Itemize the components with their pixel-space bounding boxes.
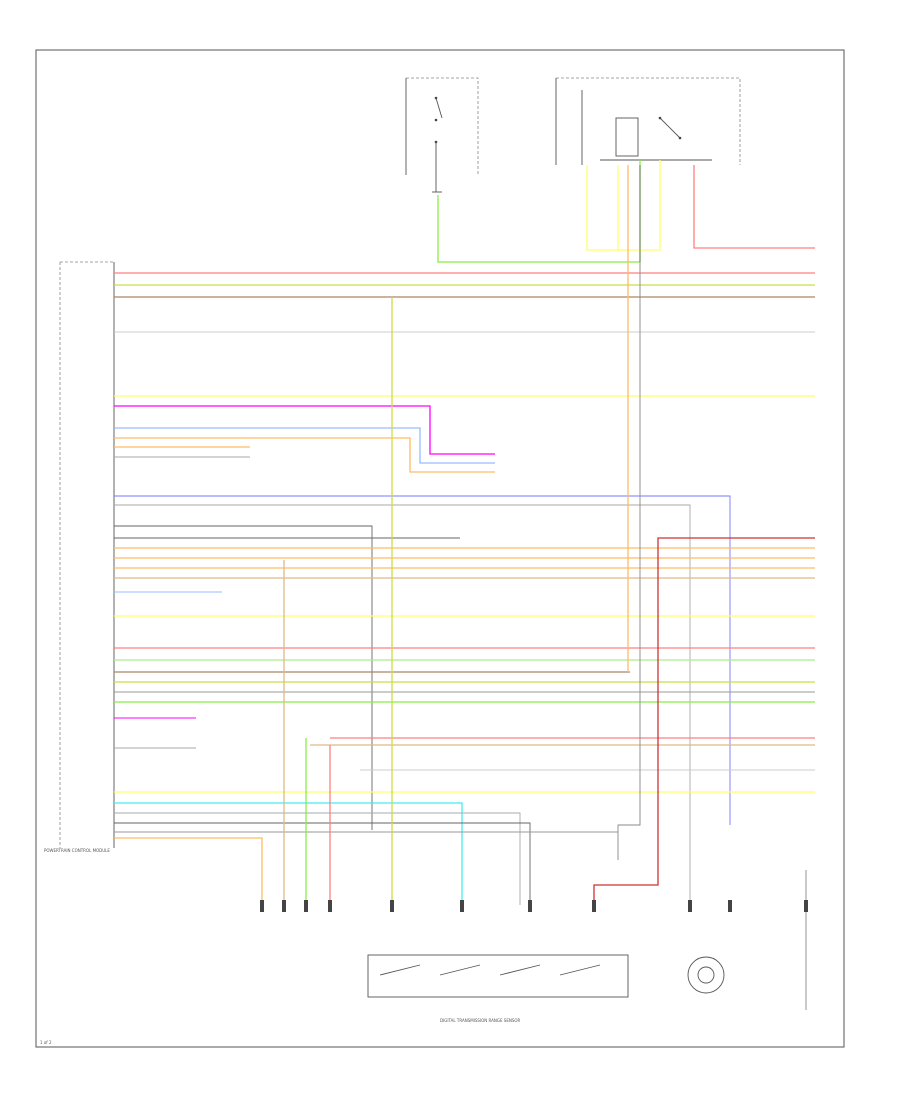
bottom-connectors — [260, 900, 808, 912]
wire-row-dark3 — [114, 822, 531, 905]
ignition-switch-box — [405, 77, 479, 193]
wire-top-red — [693, 165, 815, 249]
wire-row-orange2 — [114, 837, 263, 905]
vss-sensor — [687, 956, 725, 994]
pcm-outline — [59, 261, 114, 848]
wire-row-pink — [114, 405, 495, 455]
fuse-relay-box — [555, 77, 741, 165]
wire-row-gray2 — [114, 504, 691, 905]
wire-top-green — [437, 160, 641, 263]
wire-row-orange — [114, 437, 495, 473]
pcm-label: POWERTRAIN CONTROL MODULE — [44, 848, 110, 853]
tr-sensor-label: DIGITAL TRANSMISSION RANGE SENSOR — [440, 1018, 521, 1023]
wire-row-gray4 — [114, 812, 521, 905]
tr-sensor-block — [367, 954, 629, 998]
wire-row-dark — [114, 525, 373, 830]
wire-top-yellow — [586, 160, 661, 251]
wire-drop-darkred — [593, 537, 815, 905]
page-number: 1 of 2 — [40, 1040, 52, 1045]
pcm-pin-wires — [114, 272, 815, 905]
diagram-frame — [35, 49, 845, 1048]
wire-row-lightblue — [114, 427, 495, 464]
wire-row-blue — [114, 495, 731, 825]
wire-drop-gray — [617, 262, 641, 860]
wire-row-cyan — [114, 802, 463, 905]
